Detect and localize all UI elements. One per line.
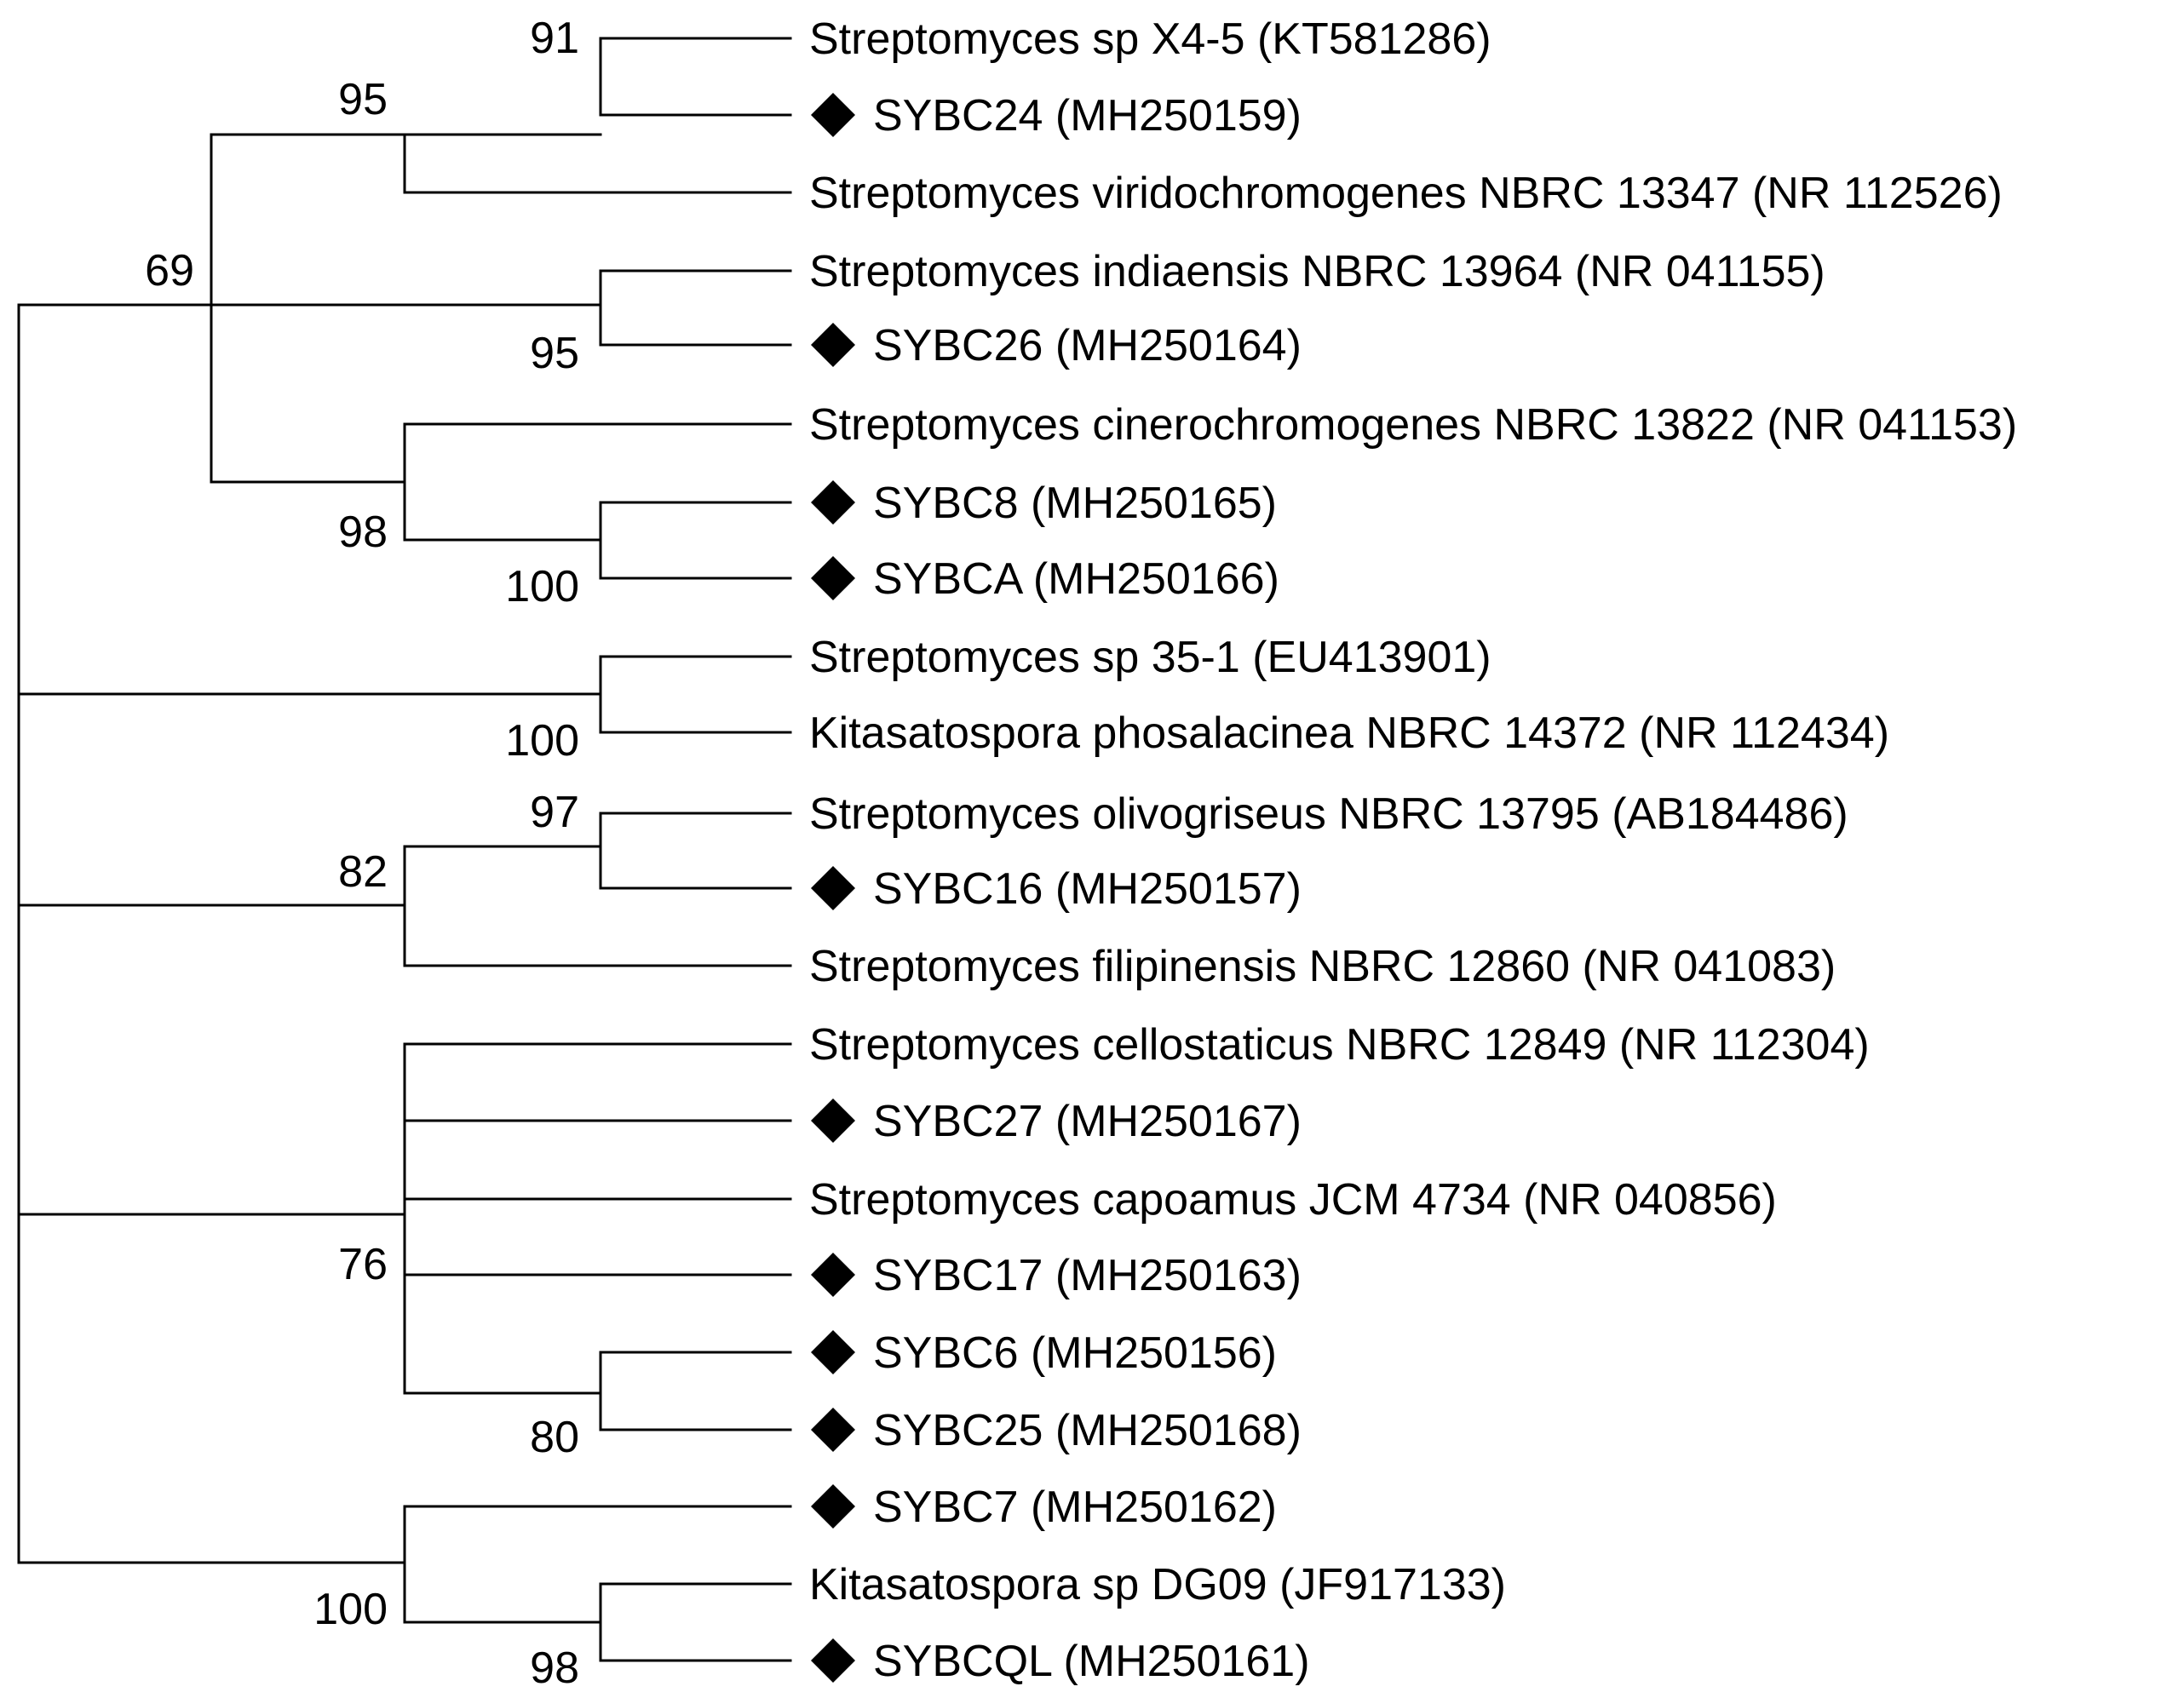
taxon-row: Streptomyces sp X4-5 (KT581286): [809, 14, 1491, 64]
bootstrap-76: 76: [338, 1240, 388, 1289]
diamond-marker-icon: [811, 1099, 855, 1143]
bootstrap-80: 80: [530, 1413, 579, 1462]
bootstrap-values: 91 95 69 95 98 100 100 97 82 76 80 100 9…: [145, 14, 579, 1693]
diamond-marker-icon: [811, 1408, 855, 1452]
taxon-row: SYBC26 (MH250164): [811, 321, 1302, 370]
bootstrap-100-b: 100: [505, 716, 579, 766]
taxon-label: Streptomyces cinerochromogenes NBRC 1382…: [809, 400, 2017, 450]
taxon-row: Streptomyces capoamus JCM 4734 (NR 04085…: [809, 1175, 1777, 1225]
taxon-label: Streptomyces filipinensis NBRC 12860 (NR…: [809, 942, 1836, 991]
taxon-label: SYBC7 (MH250162): [873, 1483, 1277, 1532]
bootstrap-97: 97: [530, 788, 579, 837]
diamond-marker-icon: [811, 323, 855, 367]
taxon-row: SYBC17 (MH250163): [811, 1251, 1302, 1300]
taxon-label: SYBC16 (MH250157): [873, 864, 1302, 914]
taxon-row: Streptomyces viridochromogenes NBRC 1334…: [809, 169, 2003, 218]
taxon-row: SYBC24 (MH250159): [811, 91, 1302, 141]
taxon-label: Streptomyces sp 35-1 (EU413901): [809, 633, 1491, 682]
taxon-label: Streptomyces capoamus JCM 4734 (NR 04085…: [809, 1175, 1777, 1225]
taxon-row: Kitasatospora phosalacinea NBRC 14372 (N…: [809, 708, 1889, 758]
bootstrap-95-upper: 95: [338, 75, 388, 124]
taxon-label: SYBC6 (MH250156): [873, 1328, 1277, 1378]
taxon-label: Streptomyces indiaensis NBRC 13964 (NR 0…: [809, 247, 1825, 296]
diamond-marker-icon: [811, 1253, 855, 1297]
taxon-label: SYBC27 (MH250167): [873, 1097, 1302, 1146]
taxon-label: SYBC25 (MH250168): [873, 1406, 1302, 1455]
taxon-label: SYBCQL (MH250161): [873, 1637, 1310, 1686]
bootstrap-91: 91: [530, 14, 579, 63]
diamond-marker-icon: [811, 480, 855, 525]
taxon-row: Streptomyces cinerochromogenes NBRC 1382…: [809, 400, 2017, 450]
taxon-label: Kitasatospora phosalacinea NBRC 14372 (N…: [809, 708, 1889, 758]
taxon-row: SYBC8 (MH250165): [811, 479, 1277, 528]
bootstrap-100-a: 100: [505, 562, 579, 611]
taxon-row: Streptomyces olivogriseus NBRC 13795 (AB…: [809, 789, 1848, 839]
bootstrap-95-lower: 95: [530, 329, 579, 378]
taxon-label: Streptomyces cellostaticus NBRC 12849 (N…: [809, 1020, 1870, 1070]
taxon-label: SYBC8 (MH250165): [873, 479, 1277, 528]
bootstrap-98-upper: 98: [338, 508, 388, 557]
diamond-marker-icon: [811, 1484, 855, 1529]
taxon-label: SYBC24 (MH250159): [873, 91, 1302, 141]
taxon-row: SYBCA (MH250166): [811, 554, 1279, 604]
taxon-row: Streptomyces sp 35-1 (EU413901): [809, 633, 1491, 682]
taxon-row: SYBC7 (MH250162): [811, 1483, 1277, 1532]
taxon-row: Streptomyces indiaensis NBRC 13964 (NR 0…: [809, 247, 1825, 296]
taxon-row: SYBC25 (MH250168): [811, 1406, 1302, 1455]
taxon-row: Streptomyces filipinensis NBRC 12860 (NR…: [809, 942, 1836, 991]
diamond-marker-icon: [811, 556, 855, 600]
taxon-row: SYBC16 (MH250157): [811, 864, 1302, 914]
taxon-label: SYBCA (MH250166): [873, 554, 1279, 604]
bootstrap-100-c: 100: [313, 1585, 388, 1634]
diamond-marker-icon: [811, 93, 855, 137]
taxon-label: Streptomyces olivogriseus NBRC 13795 (AB…: [809, 789, 1848, 839]
taxon-row: SYBC6 (MH250156): [811, 1328, 1277, 1378]
taxon-label: Streptomyces viridochromogenes NBRC 1334…: [809, 169, 2003, 218]
diamond-marker-icon: [811, 1638, 855, 1683]
taxon-label: SYBC17 (MH250163): [873, 1251, 1302, 1300]
taxon-row: Streptomyces cellostaticus NBRC 12849 (N…: [809, 1020, 1870, 1070]
taxon-label: SYBC26 (MH250164): [873, 321, 1302, 370]
bootstrap-69: 69: [145, 246, 194, 295]
taxon-row: SYBC27 (MH250167): [811, 1097, 1302, 1146]
diamond-marker-icon: [811, 866, 855, 910]
taxon-row: Kitasatospora sp DG09 (JF917133): [809, 1560, 1506, 1609]
taxon-row: SYBCQL (MH250161): [811, 1637, 1310, 1686]
taxon-labels: Streptomyces sp X4-5 (KT581286) SYBC24 (…: [809, 14, 2017, 1686]
bootstrap-98-lower: 98: [530, 1644, 579, 1693]
taxon-label: Streptomyces sp X4-5 (KT581286): [809, 14, 1491, 64]
taxon-label: Kitasatospora sp DG09 (JF917133): [809, 1560, 1506, 1609]
diamond-marker-icon: [811, 1330, 855, 1374]
bootstrap-82: 82: [338, 847, 388, 897]
tree-branches: [17, 37, 792, 1662]
